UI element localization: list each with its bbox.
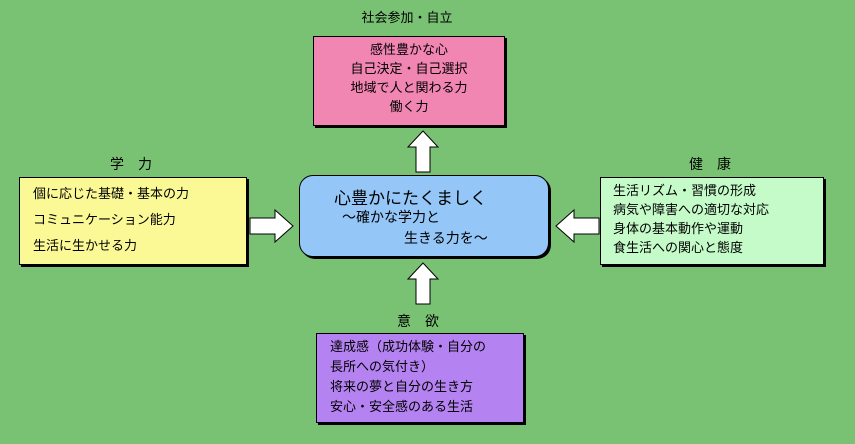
arrow-right-icon xyxy=(249,208,294,244)
arrow-left-icon xyxy=(555,208,600,244)
top-section-label: 社会参加・自立 xyxy=(361,11,453,26)
center-subtitle: 生きる力を～ xyxy=(404,231,488,247)
top-box-line: 地域で人と関わる力 xyxy=(350,81,468,96)
top-box-line: 感性豊かな心 xyxy=(369,43,448,58)
bottom-box-line: 安心・安全感のある生活 xyxy=(330,400,474,415)
bottom-section-label: 意 欲 xyxy=(397,314,439,330)
bottom-box: 達成感（成功体験・自分の 長所への気付き） 将来の夢と自分の生き方 安心・安全感… xyxy=(316,333,524,423)
bottom-box-line: 長所への気付き） xyxy=(330,360,435,375)
bottom-box-line: 将来の夢と自分の生き方 xyxy=(330,380,474,395)
top-box: 感性豊かな心 自己決定・自己選択 地域で人と関わる力 働く力 xyxy=(313,36,505,126)
center-subtitle: ～確かな学力と xyxy=(342,210,440,226)
left-box-line: 個に応じた基礎・基本の力 xyxy=(33,187,190,202)
left-box: 個に応じた基礎・基本の力 コミュニケーション能力 生活に生かせる力 xyxy=(19,177,247,265)
bottom-box-line: 達成感（成功体験・自分の xyxy=(330,340,487,355)
left-box-line: コミュニケーション能力 xyxy=(33,213,176,228)
right-box-line: 食生活への関心と態度 xyxy=(613,241,744,256)
right-box: 生活リズム・習慣の形成 病気や障害への適切な対応 身体の基本動作や運動 食生活へ… xyxy=(600,177,824,265)
arrow-up-icon xyxy=(406,130,440,173)
top-box-line: 働く力 xyxy=(389,100,429,115)
left-section-label: 学 力 xyxy=(110,157,152,173)
right-section-label: 健 康 xyxy=(689,157,731,173)
center-box: 心豊かにたくましく ～確かな学力と 生きる力を～ xyxy=(299,175,549,257)
arrow-up-icon xyxy=(406,262,440,305)
right-box-line: 病気や障害への適切な対応 xyxy=(613,203,770,218)
center-title: 心豊かにたくましく xyxy=(334,189,487,209)
right-box-line: 生活リズム・習慣の形成 xyxy=(613,184,757,199)
right-box-line: 身体の基本動作や運動 xyxy=(613,222,744,237)
left-box-line: 生活に生かせる力 xyxy=(33,239,138,254)
top-box-line: 自己決定・自己選択 xyxy=(350,62,468,77)
